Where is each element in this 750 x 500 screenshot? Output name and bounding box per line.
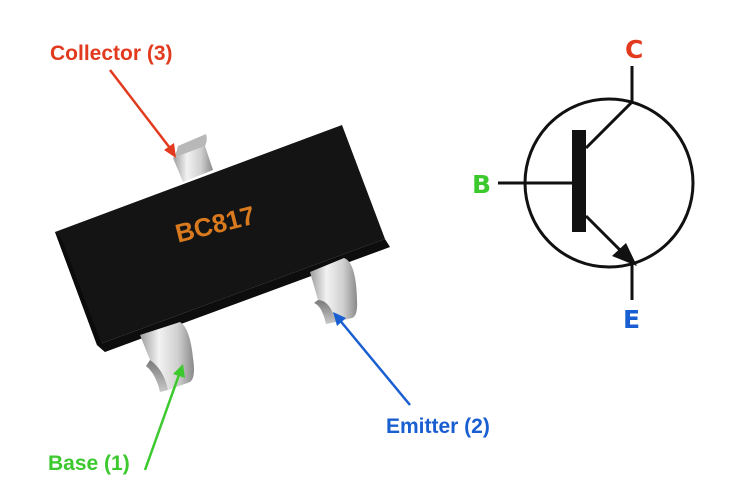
base-bar bbox=[572, 130, 586, 232]
base-label: Base (1) bbox=[48, 452, 130, 475]
package-body bbox=[55, 125, 390, 352]
emitter-label: Emitter (2) bbox=[386, 415, 490, 438]
collector-lead bbox=[173, 134, 213, 182]
base-lead bbox=[140, 322, 194, 392]
emitter-lead bbox=[310, 258, 358, 324]
emitter-arrowhead bbox=[612, 243, 637, 266]
emitter-arrow bbox=[333, 312, 411, 406]
base-arrow bbox=[143, 364, 185, 471]
collector-arrow bbox=[109, 69, 176, 158]
collector-wire bbox=[584, 66, 634, 150]
sot23-package bbox=[55, 125, 390, 392]
symbol-base-letter: B bbox=[472, 170, 492, 199]
symbol-emitter-letter: E bbox=[623, 305, 641, 334]
collector-label: Collector (3) bbox=[50, 42, 173, 65]
symbol-collector-letter: C bbox=[625, 35, 644, 64]
npn-transistor-symbol bbox=[498, 66, 695, 300]
